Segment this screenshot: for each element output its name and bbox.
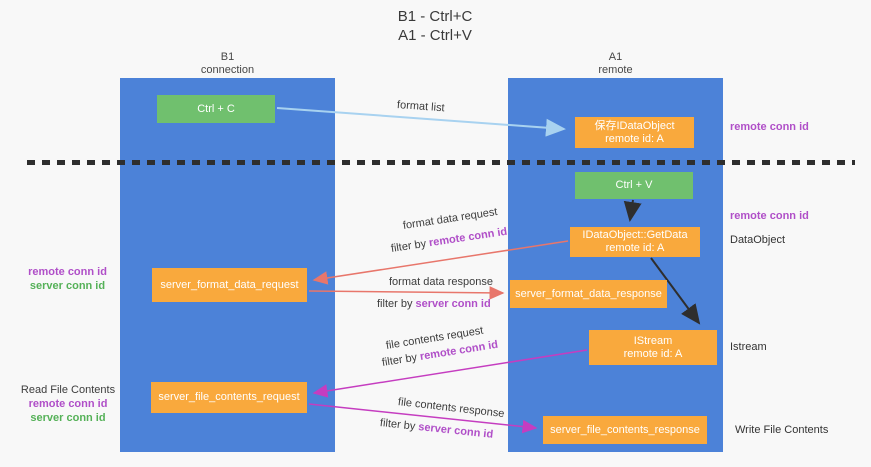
lifeline-header-b1: B1 connection [120, 51, 335, 77]
copy-paste-divider-line [27, 160, 855, 165]
write-file-contents-annotation: Write File Contents [735, 424, 829, 436]
lifeline-header-a1: A1 remote [508, 51, 723, 77]
ctrl-c-node: Ctrl + C [157, 95, 275, 123]
remote-conn-id-annotation-left: remote conn id [28, 266, 107, 278]
idataobject-getdata-node: IDataObject::GetData remote id: A [570, 227, 700, 257]
save-idataobject-node: 保存IDataObject remote id: A [575, 117, 694, 148]
save-idataobject-line1: 保存IDataObject [594, 119, 675, 132]
format-data-response-filter-label: filter by server conn id [377, 298, 491, 310]
format-data-request-arrow [312, 240, 569, 285]
server-format-data-response-node: server_format_data_response [510, 280, 667, 308]
lifeline-a1-name: A1 [608, 51, 623, 63]
read-file-contents-annotation: Read File Contents [20, 384, 116, 396]
istream-node: IStream remote id: A [589, 330, 717, 365]
istream-line2: remote id: A [623, 347, 683, 360]
dataobject-annotation: DataObject [730, 234, 786, 246]
lifeline-b1-name: B1 [220, 51, 235, 63]
remote-conn-id-annotation-mid: remote conn id [730, 210, 809, 222]
ctrl-v-node: Ctrl + V [575, 172, 693, 199]
server-format-data-response-label: server_format_data_response [515, 287, 662, 300]
format-data-response-arrow [308, 286, 505, 300]
file-contents-response-arrow [308, 403, 538, 434]
getdata-line1: IDataObject::GetData [582, 229, 688, 241]
ctrl-v-label: Ctrl + V [615, 179, 653, 191]
server-format-data-request-node: server_format_data_request [152, 268, 307, 302]
file-contents-request-arrow [312, 349, 588, 398]
lifeline-b1-role: connection [200, 64, 255, 76]
save-idataobject-line2: remote id: A [605, 132, 664, 145]
getdata-line2: remote id: A [605, 242, 665, 254]
read-file-contents-annotation-group: Read File Contents remote conn id server… [18, 383, 118, 425]
istream-line1: IStream [633, 334, 673, 347]
filter-by-text: filter by [377, 298, 416, 310]
remote-conn-id-annotation-top: remote conn id [730, 121, 809, 133]
diagram-title: B1 - Ctrl+C A1 - Ctrl+V [300, 7, 570, 45]
title-line-b1: B1 - Ctrl+C [397, 8, 473, 25]
ctrlv-to-getdata-arrow [623, 199, 642, 222]
server-conn-id-highlight: server conn id [415, 298, 491, 310]
server-file-contents-response-label: server_file_contents_response [550, 423, 700, 436]
server-conn-id-annotation-left: server conn id [29, 280, 106, 292]
format-list-arrow [276, 107, 566, 137]
server-format-data-request-label: server_format_data_request [160, 278, 299, 291]
left-conn-id-annotation-group: remote conn id server conn id [20, 265, 115, 293]
server-file-contents-request-node: server_file_contents_request [151, 382, 307, 413]
ctrl-c-label: Ctrl + C [197, 102, 235, 115]
getdata-to-istream-arrow [650, 257, 701, 325]
remote-conn-id-annotation-bottom: remote conn id [28, 398, 108, 410]
format-data-response-label: format data response [389, 276, 493, 288]
server-conn-id-annotation-bottom: server conn id [30, 412, 106, 424]
server-file-contents-request-label: server_file_contents_request [158, 391, 300, 403]
lifeline-a1-role: remote [598, 64, 633, 76]
title-line-a1: A1 - Ctrl+V [398, 27, 472, 44]
istream-annotation: Istream [730, 341, 767, 353]
server-file-contents-response-node: server_file_contents_response [543, 416, 707, 444]
